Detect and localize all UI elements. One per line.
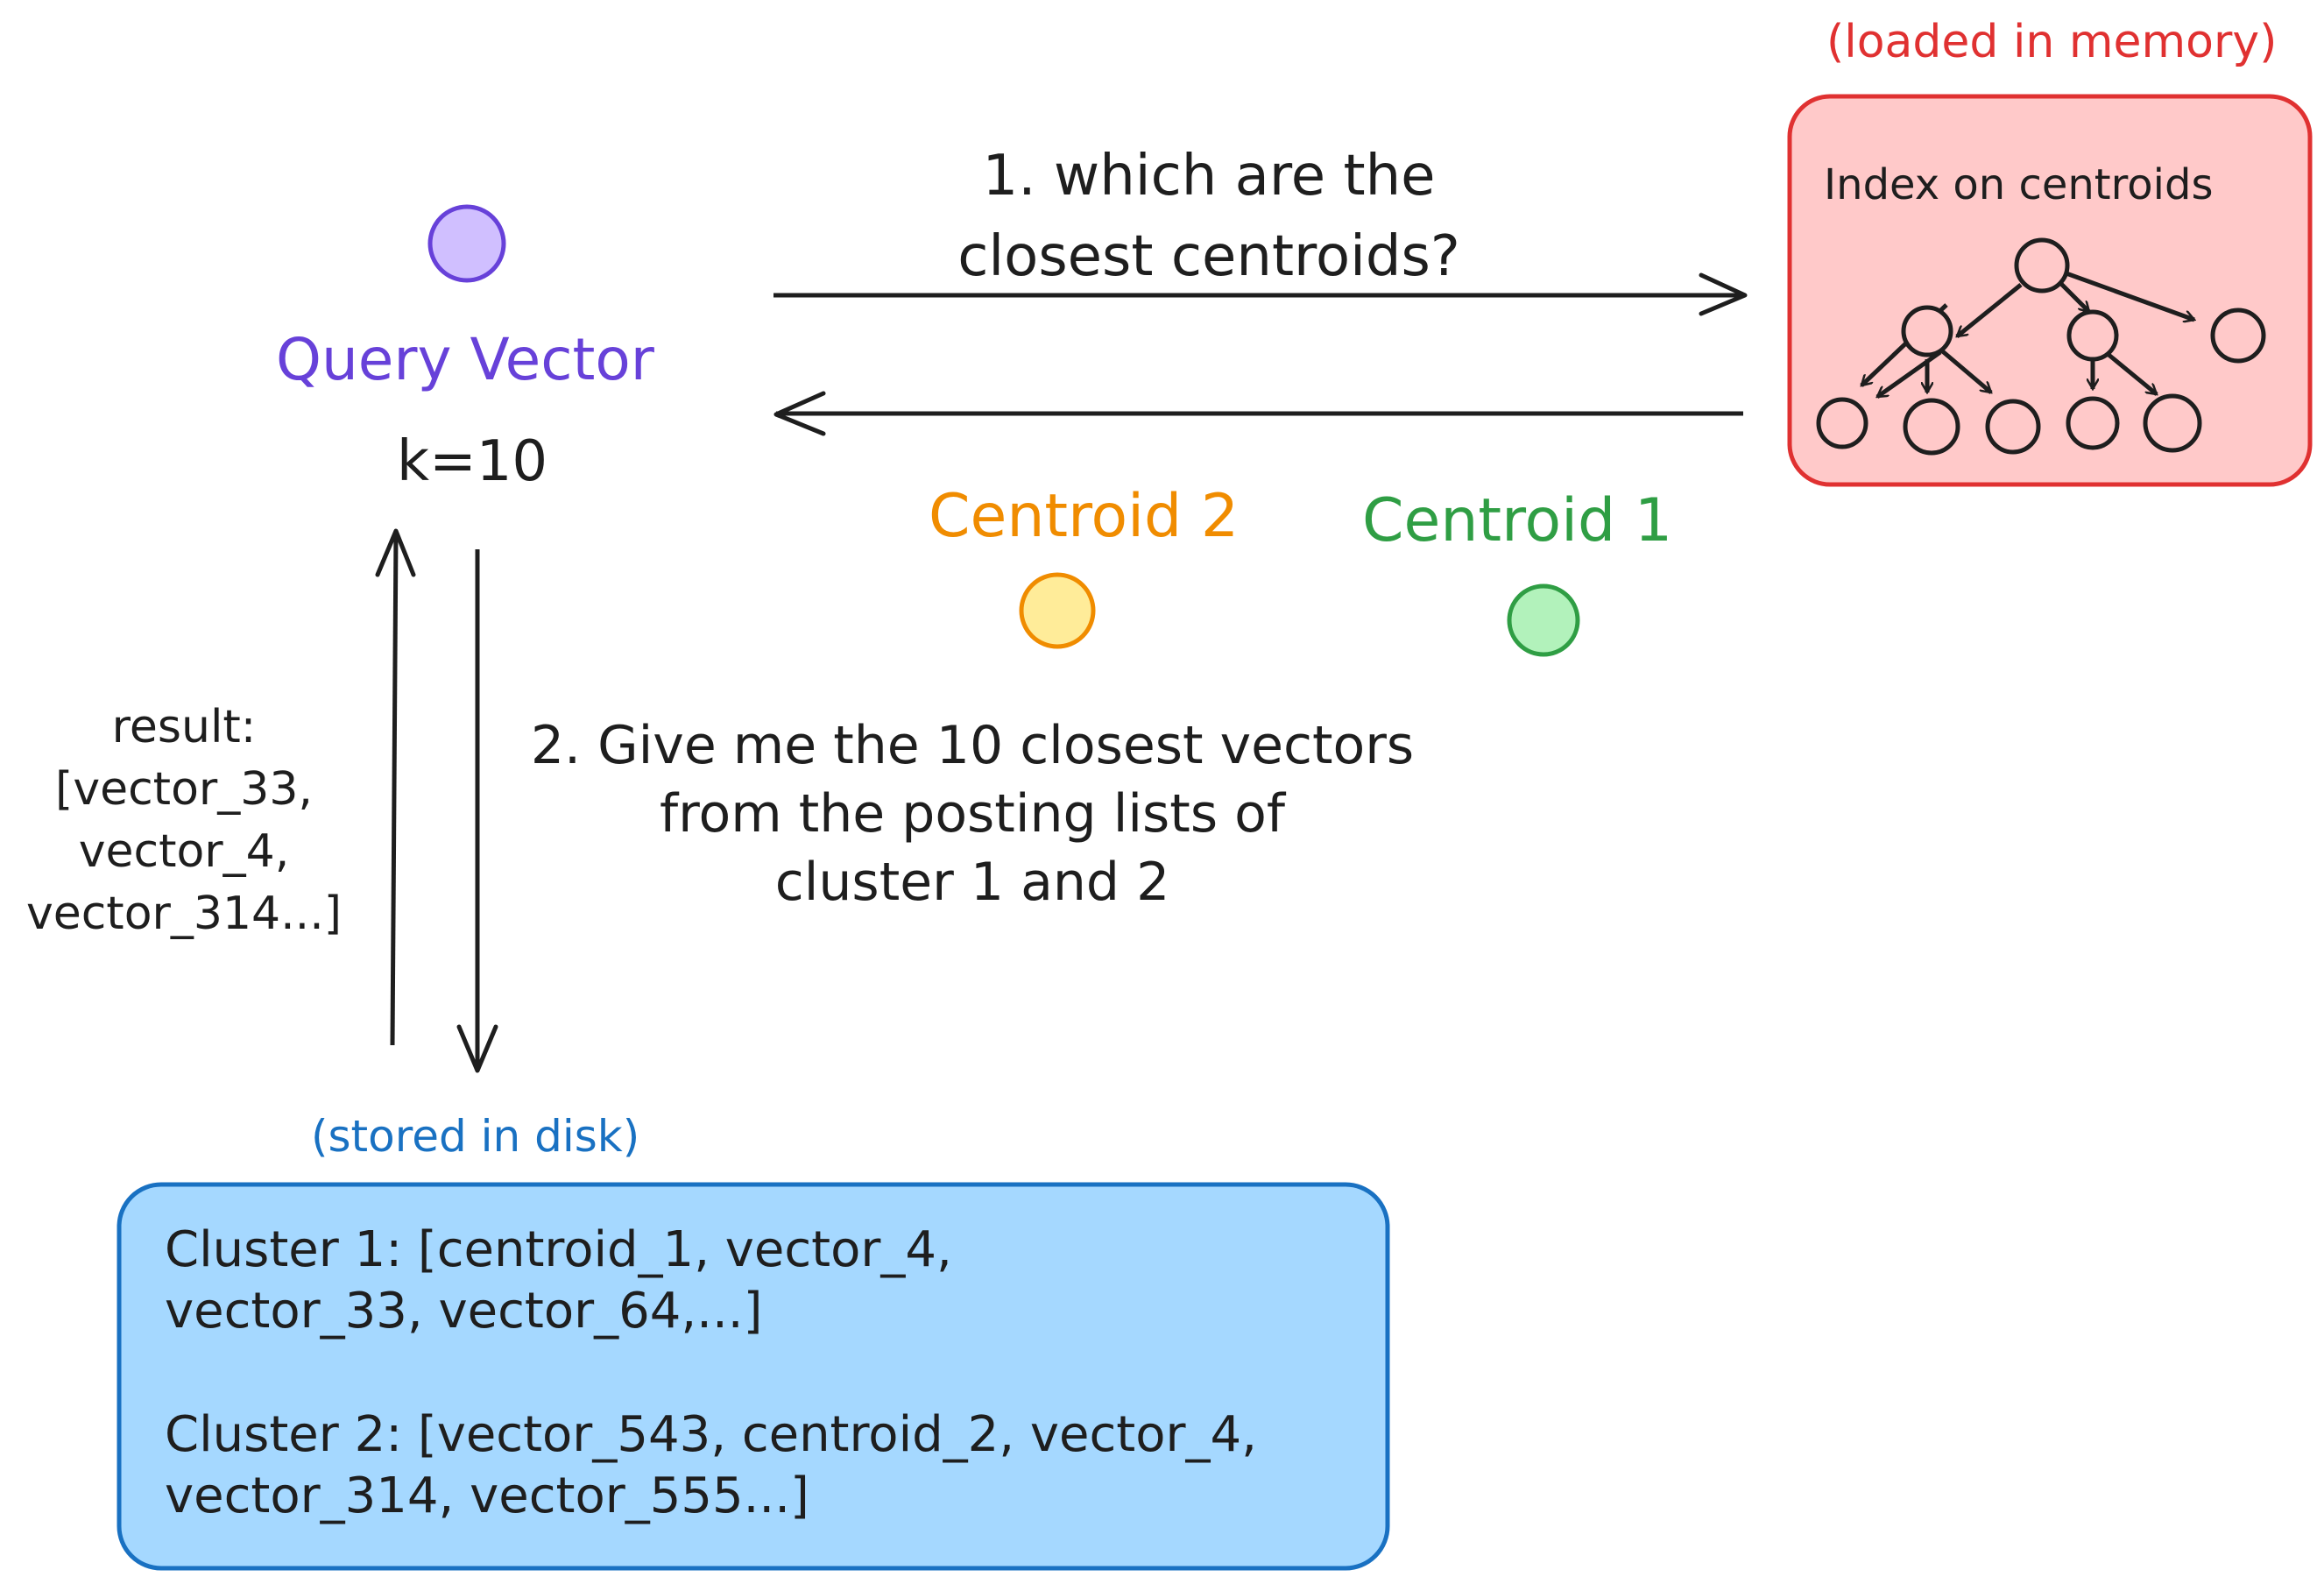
step1-line2: closest centroids? [957, 224, 1460, 289]
tree-icon [1816, 237, 2266, 456]
tree-node [1903, 398, 1960, 456]
tree-node [2210, 308, 2266, 364]
clusters-box [117, 1182, 1390, 1571]
tree-node [2014, 237, 2070, 293]
centroid-2-circle [1019, 572, 1096, 649]
tree-node [1816, 397, 1868, 449]
query-vector-label: Query Vector [276, 326, 654, 393]
step2-line: 2. Give me the 10 closest vectors [530, 715, 1415, 776]
arrow-request-down-head [456, 1024, 498, 1073]
tree-node [2066, 396, 2120, 450]
disk-label: (stored in disk) [311, 1111, 640, 1162]
step2-line: from the posting lists of [660, 783, 1285, 845]
tree-node [1985, 399, 2041, 455]
cluster-2-posting-list: Cluster 2: [vector_543, centroid_2, vect… [165, 1406, 1257, 1524]
step2-line: cluster 1 and 2 [774, 852, 1170, 913]
arrow-from-index-head [773, 391, 826, 436]
result-line: vector_4, [78, 825, 290, 878]
centroid-1-circle [1507, 583, 1580, 657]
result-label: result: [vector_33, vector_4, vector_314… [9, 697, 359, 945]
index-title: Index on centroids [1824, 160, 2214, 209]
arrow-result-up [390, 532, 399, 1046]
result-line: result: [111, 701, 257, 753]
query-vector-circle [427, 204, 506, 283]
arrow-to-index-head [1699, 272, 1748, 316]
arrow-result-up-head [375, 528, 416, 577]
step1-question: 1. which are the closest centroids? [902, 136, 1515, 297]
tree-node [1901, 305, 1953, 357]
result-line: vector_314...] [25, 887, 343, 940]
tree-node [2066, 309, 2119, 362]
step2-request: 2. Give me the 10 closest vectors from t… [491, 711, 1454, 916]
cluster-1-posting-list: Cluster 1: [centroid_1, vector_4, vector… [165, 1221, 952, 1340]
centroid-2-label: Centroid 2 [929, 482, 1240, 551]
result-line: [vector_33, [55, 763, 313, 816]
memory-label: (loaded in memory) [1826, 16, 2278, 68]
k-label: k=10 [397, 429, 548, 494]
centroid-1-label: Centroid 1 [1362, 486, 1673, 555]
step1-line1: 1. which are the [982, 144, 1436, 209]
tree-node [2143, 393, 2202, 453]
